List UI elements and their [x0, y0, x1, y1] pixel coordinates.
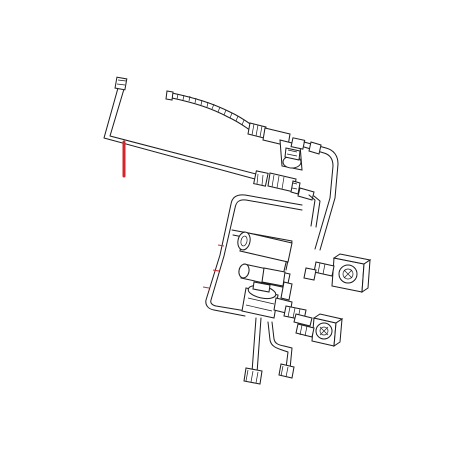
lower-tube-legs: [243, 317, 295, 385]
flexible-hose: [165, 90, 267, 139]
pump-group: [241, 281, 313, 327]
long-tube: [103, 76, 257, 180]
right-tube-loop: [297, 141, 339, 251]
upper-valve-group: [253, 127, 306, 195]
pressure-switch-upper: [303, 253, 372, 293]
cylinder-part: [237, 231, 293, 289]
pressure-switch-lower: [295, 313, 344, 347]
